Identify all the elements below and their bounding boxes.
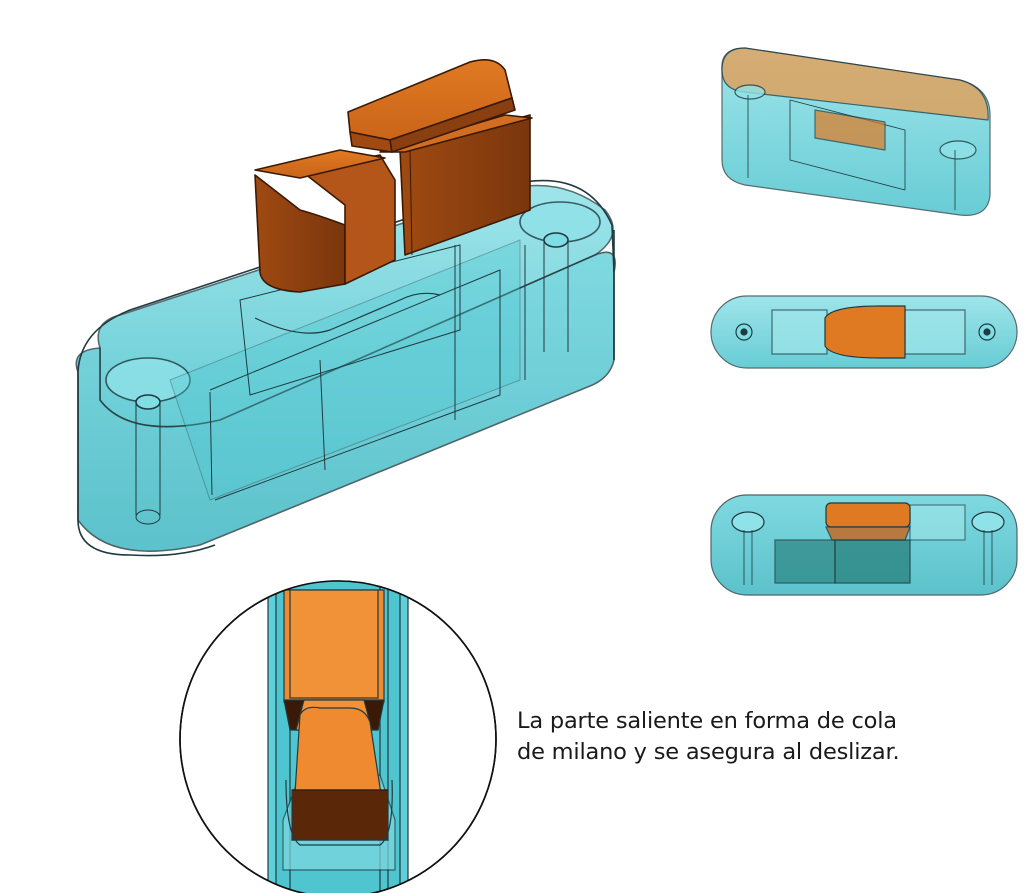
- detail-circle-view: [179, 580, 497, 893]
- caption-line-2: de milano y se asegura al deslizar.: [517, 739, 900, 765]
- isometric-small-view: [721, 47, 991, 216]
- dovetail-slider: [254, 59, 533, 293]
- isometric-assembly-view: [75, 59, 616, 557]
- base-block: [75, 179, 616, 557]
- front-view: [710, 494, 1018, 596]
- top-view: [710, 295, 1018, 369]
- caption-line-1: La parte saliente en forma de cola: [517, 708, 897, 734]
- caption-text: La parte saliente en forma de cola de mi…: [517, 706, 1017, 768]
